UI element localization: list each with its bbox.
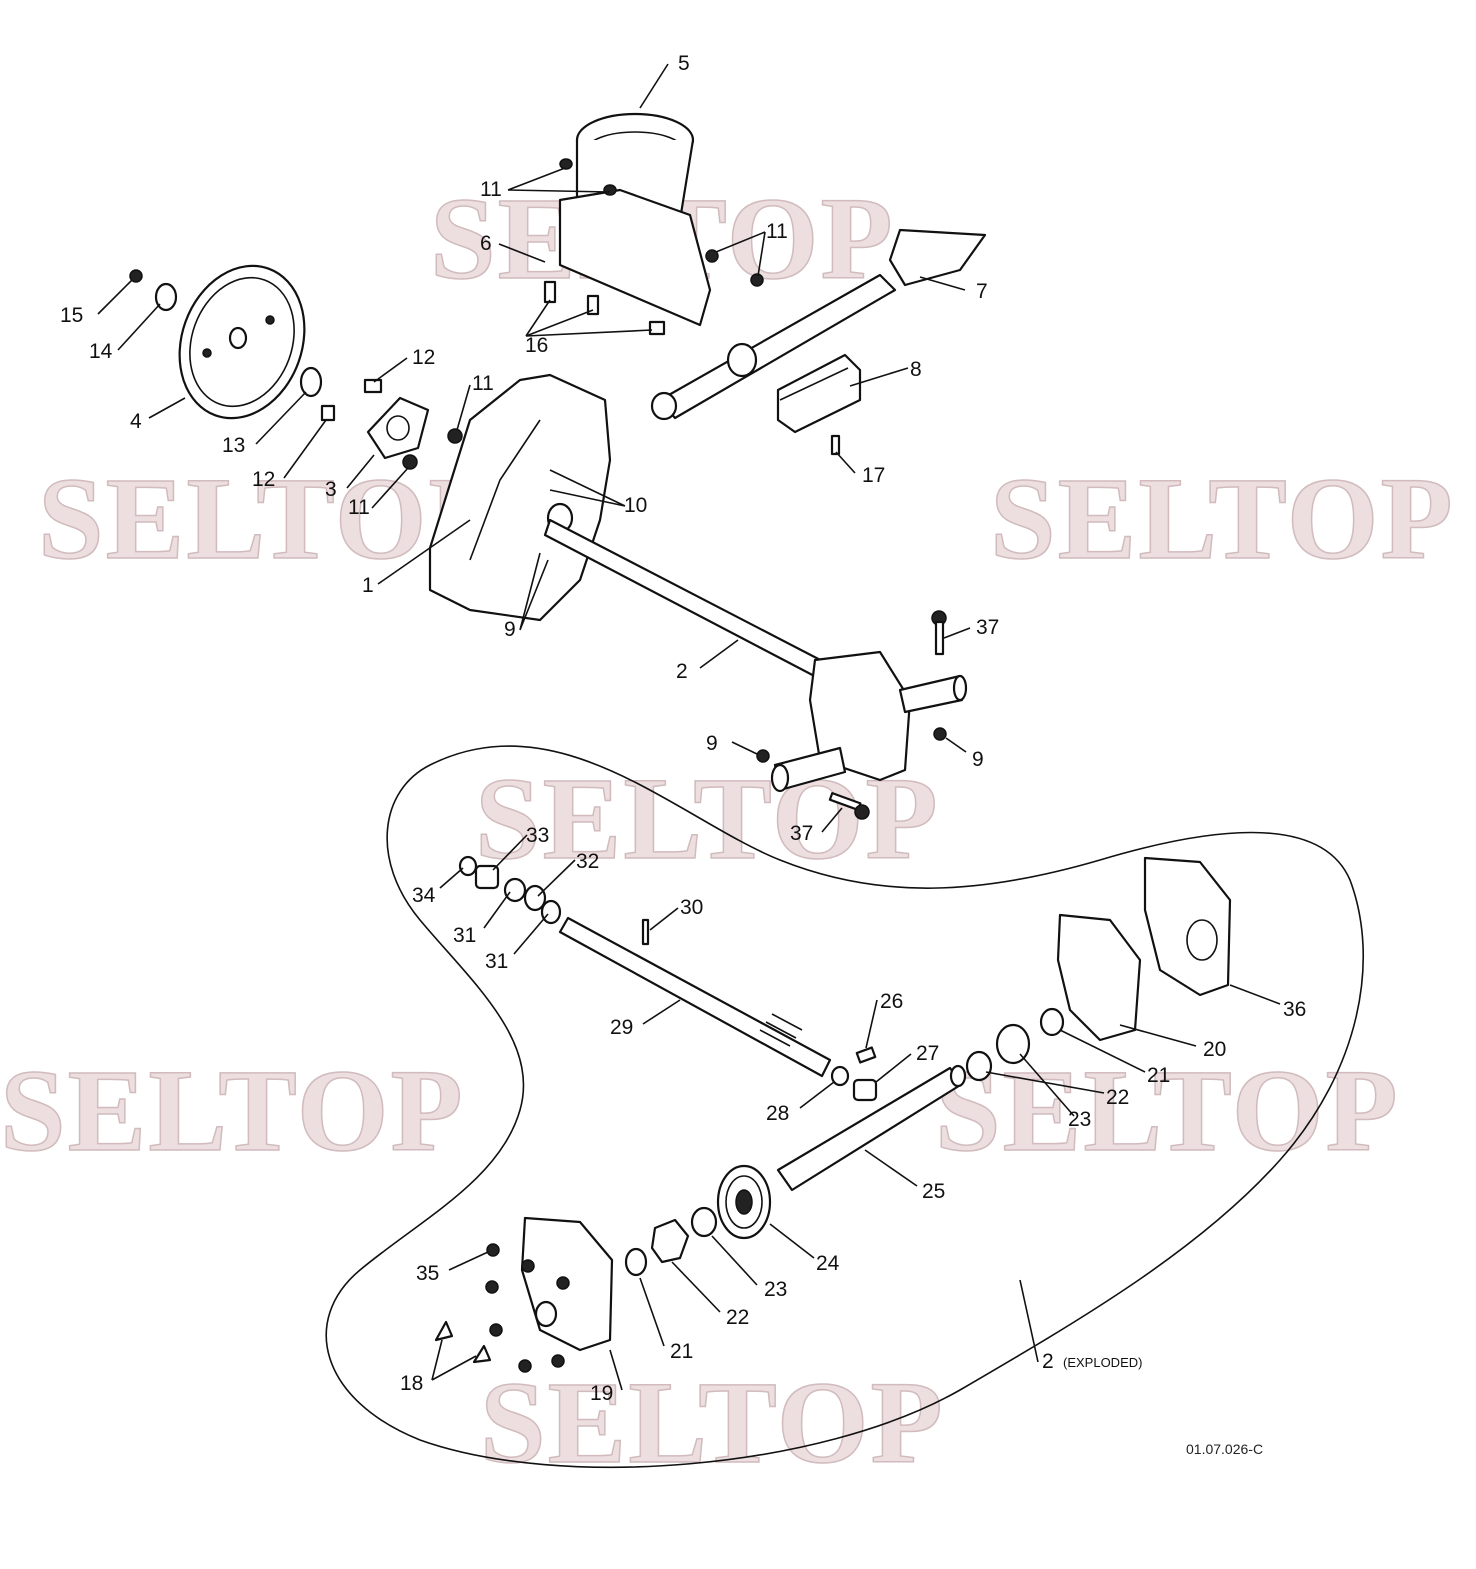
- bolt-37-lower: [828, 792, 870, 820]
- worm-gear-part: [716, 1164, 772, 1240]
- callout-11: 11: [766, 220, 788, 243]
- watermark: SELTOP: [480, 1357, 945, 1488]
- callout-5: 5: [678, 52, 690, 75]
- callout-6: 6: [480, 232, 492, 255]
- callout-21: 21: [670, 1340, 693, 1363]
- callout-29: 29: [610, 1016, 633, 1039]
- bushing-27: [852, 1078, 878, 1102]
- callout-labels: 5 11 6 11 7 15 14 16 12 8 11 4 13 17 12 …: [60, 52, 1306, 1457]
- gasket-part: [1056, 913, 1142, 1042]
- watermark: SELTOP: [0, 1045, 465, 1176]
- callout-24: 24: [816, 1252, 840, 1275]
- callout-3: 3: [325, 478, 337, 501]
- watermark: SELTOP: [935, 1045, 1400, 1176]
- callout-37: 37: [790, 822, 813, 845]
- gearbox-half-right: [1143, 856, 1232, 997]
- callout-11: 11: [480, 178, 502, 201]
- callout-31: 31: [453, 924, 476, 947]
- callout-14: 14: [89, 340, 113, 363]
- callout-28: 28: [766, 1102, 789, 1125]
- drawing-code: 01.07.026-C: [1186, 1441, 1263, 1457]
- callout-26: 26: [880, 990, 903, 1013]
- callout-15: 15: [60, 304, 83, 327]
- callout-10: 10: [624, 494, 647, 517]
- callout-12: 12: [252, 468, 275, 491]
- nut-9: [756, 749, 770, 763]
- callout-30: 30: [680, 896, 703, 919]
- callout-16: 16: [525, 334, 548, 357]
- washer-23-left: [690, 1206, 718, 1238]
- pulley-part: [178, 264, 306, 420]
- watermarks: SELTOP SELTOP SELTOP SELTOP SELTOP SELTO…: [0, 172, 1455, 1489]
- auger-shaft-gearbox-part: [543, 518, 968, 793]
- callout-11: 11: [472, 372, 494, 395]
- callout-23: 23: [1068, 1108, 1091, 1131]
- callout-9: 9: [972, 748, 984, 771]
- washer-23-right: [965, 1050, 993, 1082]
- callout-31: 31: [485, 950, 508, 973]
- leader-lines: [97, 63, 1281, 1391]
- callout-12: 12: [412, 346, 435, 369]
- callout-37: 37: [976, 616, 999, 639]
- callout-20: 20: [1203, 1038, 1226, 1061]
- callout-27: 27: [916, 1042, 939, 1065]
- bearing-22-left: [650, 1218, 690, 1264]
- callout-1: 1: [362, 574, 374, 597]
- callout-34: 34: [412, 884, 436, 907]
- exploded-note: (EXPLODED): [1063, 1355, 1142, 1370]
- callout-21: 21: [1147, 1064, 1170, 1087]
- callout-13: 13: [222, 434, 245, 457]
- callout-22: 22: [726, 1306, 749, 1329]
- exploded-boundary-outline: [325, 745, 1365, 1469]
- callout-19: 19: [590, 1382, 613, 1405]
- chute-part: [558, 112, 712, 327]
- flange-bearing-part: [366, 396, 430, 460]
- callout-9: 9: [504, 618, 516, 641]
- callout-2-exploded: 2: [1042, 1350, 1054, 1373]
- callout-35: 35: [416, 1262, 439, 1285]
- callout-36: 36: [1283, 998, 1306, 1021]
- callout-2: 2: [676, 660, 688, 683]
- bearing-14: [154, 282, 178, 312]
- callout-18: 18: [400, 1372, 423, 1395]
- callout-17: 17: [862, 464, 885, 487]
- callout-7: 7: [976, 280, 988, 303]
- key-26: [855, 1046, 877, 1064]
- washer-28: [830, 1065, 850, 1087]
- seal-21-right: [1039, 1007, 1065, 1037]
- watermark: SELTOP: [990, 453, 1455, 584]
- callout-25: 25: [922, 1180, 945, 1203]
- callout-33: 33: [526, 824, 549, 847]
- chute-crank-part: [650, 228, 987, 421]
- seal-21-left: [624, 1247, 648, 1277]
- nut-9: [933, 727, 947, 741]
- crank-bracket-part: [776, 353, 862, 434]
- watermark: SELTOP: [38, 453, 503, 584]
- callout-8: 8: [910, 358, 922, 381]
- callout-11: 11: [348, 496, 370, 519]
- fasteners-upper: [129, 249, 947, 656]
- callout-32: 32: [576, 850, 599, 873]
- bearing-22-right: [995, 1023, 1031, 1065]
- callout-22: 22: [1106, 1086, 1129, 1109]
- callout-9: 9: [706, 732, 718, 755]
- exploded-small-parts: [458, 855, 650, 946]
- callout-23: 23: [764, 1278, 787, 1301]
- bolts-35-18: [434, 1243, 570, 1373]
- bearing-13: [299, 366, 323, 398]
- callout-4: 4: [130, 410, 142, 433]
- worm-shaft-part: [558, 916, 832, 1078]
